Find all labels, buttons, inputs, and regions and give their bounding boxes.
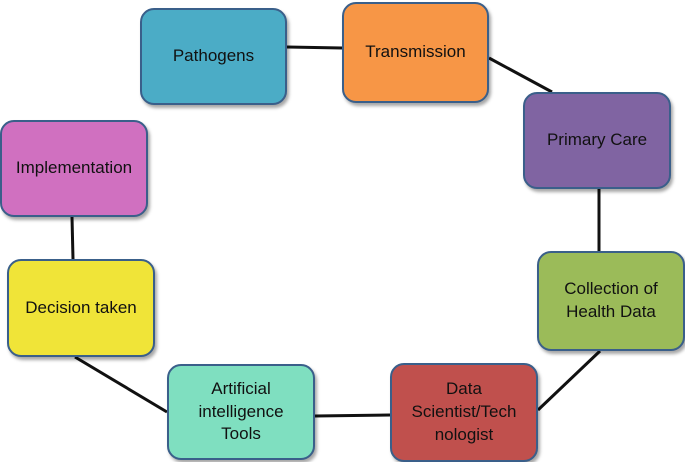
node-collection-of-health-data: Collection of Health Data — [537, 251, 685, 351]
connector-scientist-ai-tools — [314, 413, 391, 418]
node-decision-label: Decision taken — [25, 297, 137, 317]
node-decision-taken: Decision taken — [7, 259, 155, 357]
node-data-scientist-technologist: Data Scientist/Tech nologist — [390, 363, 538, 462]
connector-collection-scientist — [536, 349, 602, 412]
node-ai-tools: Artificial intelligence Tools — [167, 364, 315, 460]
connector-transmission-primary-care — [488, 56, 553, 94]
connector-decision-implementation — [70, 216, 75, 260]
node-primary-care-label: Primary Care — [546, 130, 648, 150]
node-implementation-label: Implementation — [15, 158, 133, 178]
node-collection-label: Collection of Health Data — [564, 279, 658, 321]
node-scientist-label: Data Scientist/Tech nologist — [411, 379, 517, 444]
node-primary-care: Primary Care — [523, 92, 671, 189]
node-pathogens-label: Pathogens — [172, 46, 255, 66]
connector-ai-tools-decision — [74, 355, 168, 414]
node-pathogens: Pathogens — [140, 8, 287, 105]
node-ai-tools-label: Artificial intelligence Tools — [198, 378, 284, 444]
connector-pathogens-transmission — [286, 45, 343, 50]
node-transmission-label: Transmission — [365, 42, 466, 62]
node-implementation: Implementation — [0, 120, 148, 217]
node-transmission: Transmission — [342, 2, 489, 103]
